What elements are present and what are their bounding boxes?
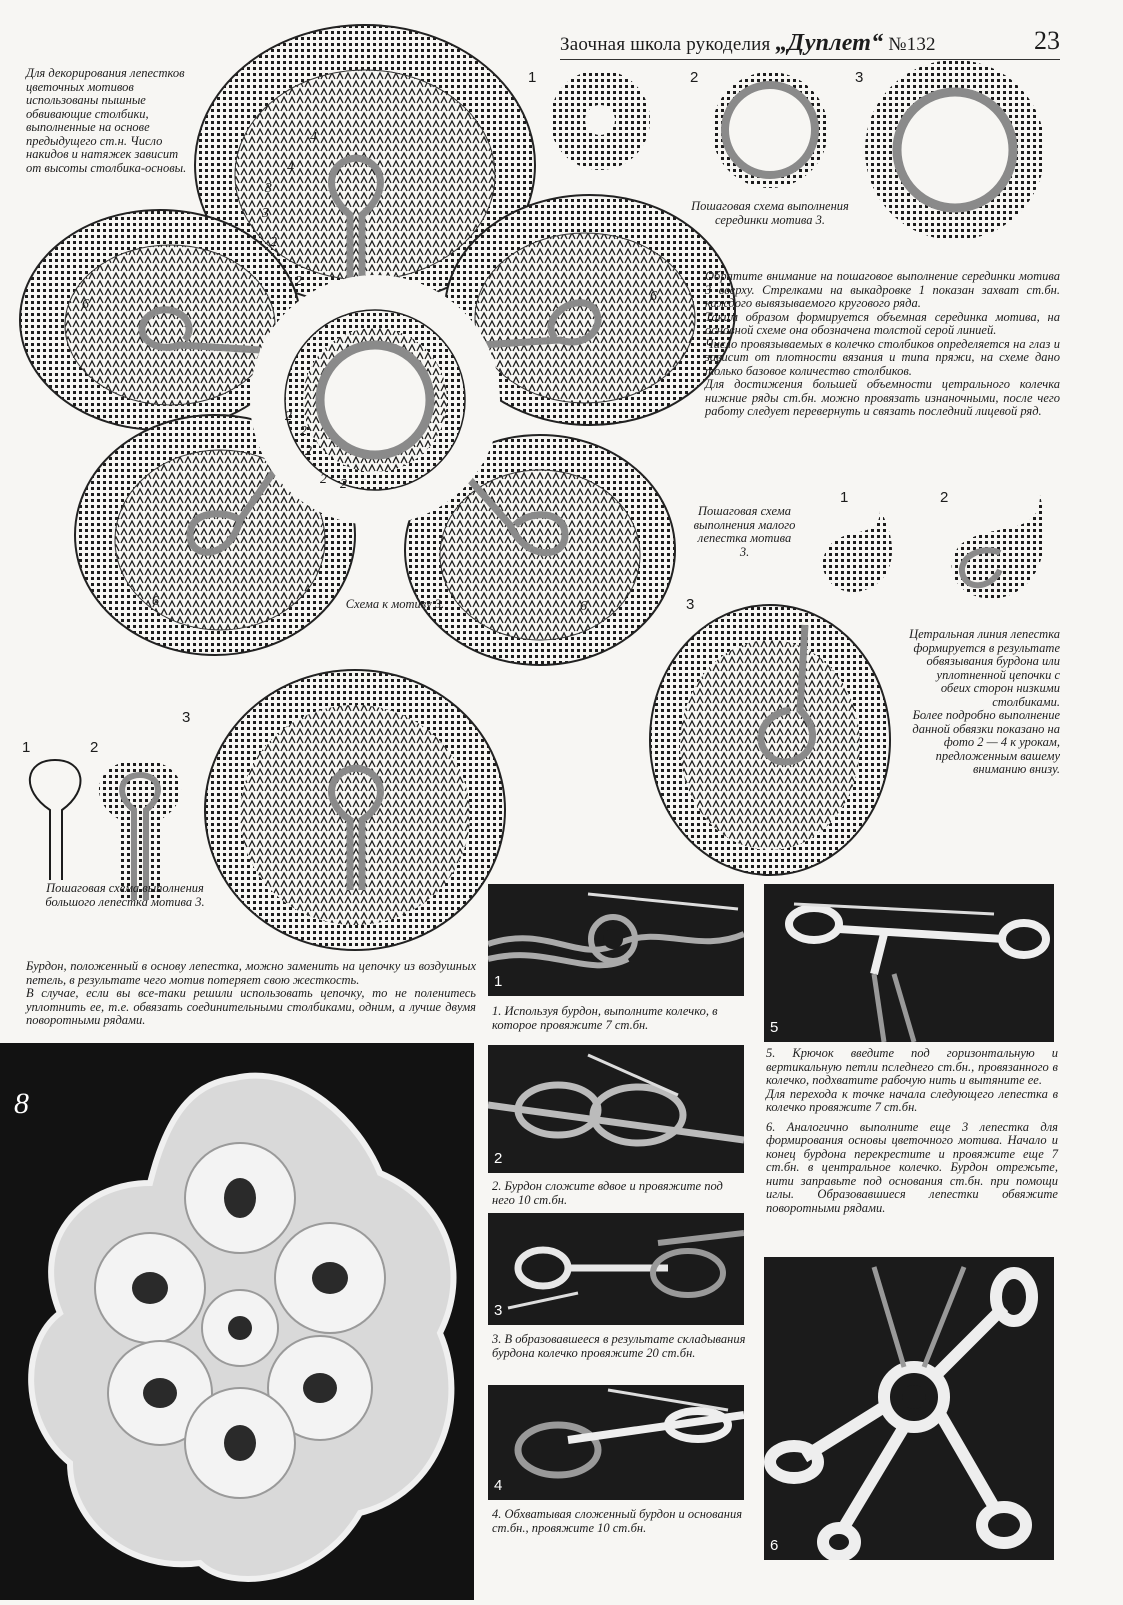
row-label: 3 [261, 206, 269, 221]
small-petal-step-1: 1 [840, 489, 849, 506]
row-label: 2 [285, 409, 292, 424]
photo-image [488, 892, 744, 969]
finished-motif-photo: 8 [0, 1043, 474, 1600]
center-line-note: Цетральная линия лепестка формируется в … [909, 627, 1060, 776]
page-number: 23 [1034, 26, 1060, 55]
photo-image [785, 902, 1050, 1042]
row-label: 6 [650, 289, 657, 304]
row-label: 2 [295, 274, 302, 289]
big-petal-step-2: 2 [90, 739, 99, 756]
small-petal-caption: Пошаговая схема выполнения малого лепест… [693, 504, 796, 559]
row-label: 4 [310, 130, 317, 145]
row-label: 4 [287, 160, 294, 175]
center-notes: Обратите внимание на пошаговое выполнени… [705, 269, 1060, 418]
petal-left [19, 209, 301, 431]
photo-image [514, 1388, 744, 1479]
burdon-note: Бурдон, положенный в основу лепестка, мо… [26, 959, 476, 1027]
photo-number: 4 [494, 1477, 503, 1494]
page-header: Заочная школа рукоделия „Дуплет“ №132 23 [560, 22, 1060, 60]
center-steps [550, 60, 1045, 240]
photo-image [507, 1230, 744, 1310]
big-petal-step-3: 3 [182, 709, 191, 726]
row-label: 6 [152, 594, 159, 609]
big-petal-step-1: 1 [22, 739, 31, 756]
small-petal-step-3: 3 [686, 596, 695, 613]
scheme-caption: Схема к мотиву 3. [345, 597, 445, 611]
photo-number: 1 [494, 973, 503, 990]
petal-bottom-right [404, 434, 676, 666]
crochet-diagrams: 4 4 3 3 2 2 2 2 6 6 6 6 2 2 2 [19, 24, 1045, 951]
step-1-caption: 1. Используя бурдон, выполните колечко, … [492, 1004, 718, 1032]
row-label: 6 [82, 297, 89, 312]
motif-center [250, 275, 500, 525]
row-label: 2 [340, 477, 347, 492]
photo-image [488, 1053, 744, 1147]
photo-number: 6 [770, 1537, 779, 1554]
step-4-caption: 4. Обхватывая сложенный бурдон и основан… [492, 1507, 743, 1535]
photo-number: 3 [494, 1302, 503, 1319]
row-label: 3 [264, 181, 272, 196]
step-photo-1: 1 [488, 884, 744, 996]
issue-number: №132 [888, 34, 936, 55]
big-petal-steps [29, 669, 506, 951]
row-label: 2 [305, 444, 312, 459]
small-petal-step-2: 2 [940, 489, 949, 506]
step-photo-6: 6 [764, 1257, 1054, 1560]
row-label: 2 [300, 424, 307, 439]
magazine-school-name: Заочная школа рукоделия [560, 34, 771, 55]
row-labels: 4 4 3 3 2 2 2 2 6 6 6 6 2 2 2 [82, 130, 657, 614]
center-step-1: 1 [528, 69, 537, 86]
big-petal-caption: Пошаговая схема выполнения большого лепе… [45, 881, 205, 909]
header-rule [560, 59, 1060, 60]
step-photo-2: 2 [488, 1045, 744, 1173]
step-photo-4: 4 [488, 1385, 744, 1500]
photo-number: 5 [770, 1019, 779, 1036]
row-label: 2 [270, 235, 277, 250]
row-label: 2 [320, 472, 327, 487]
step-2-caption: 2. Бурдон сложите вдвое и провяжите под … [492, 1179, 723, 1207]
center-steps-caption: Пошаговая схема выполнения серединки мот… [691, 199, 849, 227]
photo-number-8: 8 [14, 1087, 29, 1120]
step-3-caption: 3. В образовавшееся в результате складыв… [492, 1332, 746, 1360]
row-label: 6 [580, 599, 587, 614]
photo-image [764, 1266, 1038, 1560]
small-petal-steps [649, 495, 1045, 876]
step-photo-5: 5 [764, 884, 1054, 1042]
center-step-2: 2 [690, 69, 699, 86]
motif-scheme [19, 24, 736, 666]
magazine-brand: „Дуплет“ [775, 30, 884, 56]
photo-number: 2 [494, 1150, 503, 1167]
motif-photo-image [28, 1072, 457, 1582]
petal-right [444, 194, 736, 426]
center-step-3: 3 [855, 69, 864, 86]
step-photo-3: 3 [488, 1213, 744, 1325]
magazine-title: Заочная школа рукоделия „Дуплет“ №132 [560, 30, 936, 57]
intro-text: Для декорирования лепестков цветочных мо… [26, 66, 187, 175]
step-5-6-caption: 5. Крючок введите под горизонтальную и в… [766, 1046, 1058, 1215]
